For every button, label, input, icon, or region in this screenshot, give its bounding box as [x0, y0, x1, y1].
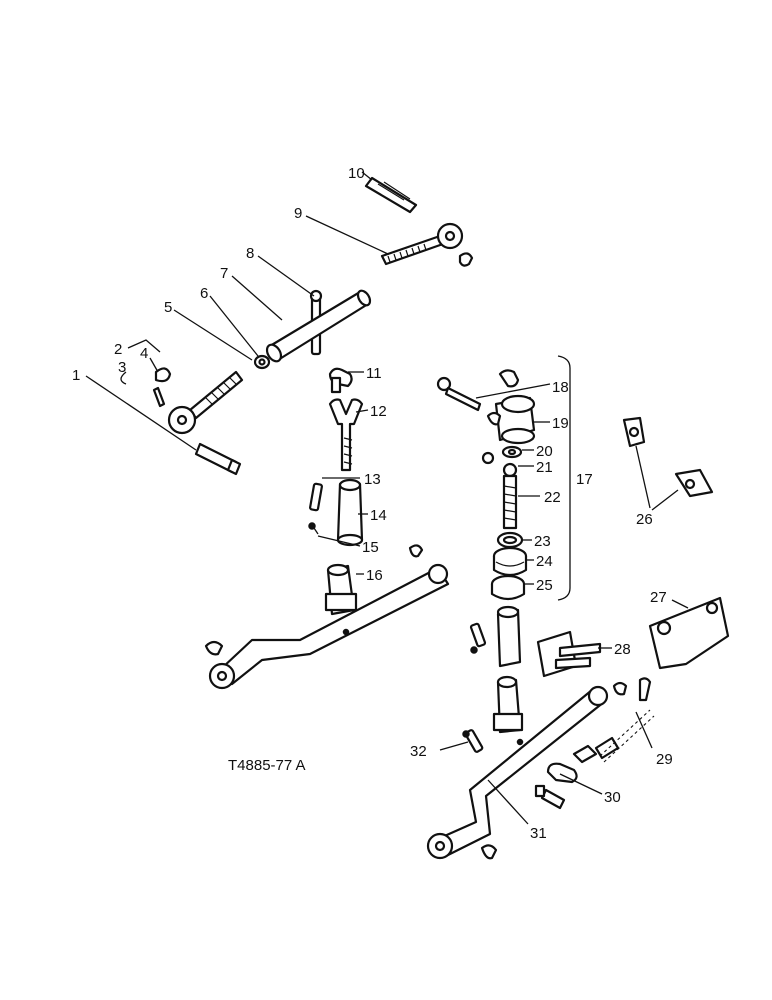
callout-32: 32	[410, 743, 427, 760]
part-15-small-pin	[308, 522, 319, 535]
callout-24: 24	[536, 553, 553, 570]
leader-lines	[85, 171, 689, 825]
part-12-clevis	[328, 398, 364, 472]
callout-17: 17	[576, 471, 593, 488]
part-sleeve-right	[469, 605, 522, 668]
callout-15: 15	[362, 539, 379, 556]
bracket-17	[557, 355, 571, 601]
part-10-pin	[364, 176, 418, 214]
part-20-washer	[501, 445, 523, 459]
callout-25: 25	[536, 577, 553, 594]
part-1-pin	[194, 442, 242, 476]
part-26-brackets	[622, 416, 714, 498]
part-19-housing	[486, 394, 536, 445]
callout-19: 19	[552, 415, 569, 432]
callout-labels: 1 2 3 4 5 6 7 8 9 10 11 12 13 14 15 16 1…	[72, 165, 673, 842]
part-24-spring	[492, 546, 528, 577]
callout-16: 16	[366, 567, 383, 584]
callout-8: 8	[246, 245, 254, 262]
part-18-lever	[436, 369, 520, 412]
callout-14: 14	[370, 507, 387, 524]
part-5-eye-bolt	[167, 370, 244, 435]
part-11-fitting	[328, 367, 353, 394]
part-22-bolt	[502, 474, 518, 530]
part-14-sleeve	[336, 478, 364, 547]
part-29-check-chain	[572, 677, 655, 764]
callout-12: 12	[370, 403, 387, 420]
callout-21: 21	[536, 459, 553, 476]
callout-6: 6	[200, 285, 208, 302]
callout-2: 2	[114, 341, 122, 358]
callout-13: 13	[364, 471, 381, 488]
part-23-ring	[496, 531, 524, 549]
part-32-pin	[462, 729, 484, 753]
callout-31: 31	[530, 825, 547, 842]
callout-29: 29	[656, 751, 673, 768]
part-9-threaded-rod	[380, 222, 474, 267]
callout-5: 5	[164, 299, 172, 316]
callout-11: 11	[366, 365, 382, 382]
part-30-hook-bolt	[534, 762, 578, 810]
part-yoke-lower-right	[492, 675, 524, 734]
callout-4: 4	[140, 345, 148, 362]
part-31-lower-link	[426, 685, 609, 860]
callout-3: 3	[118, 359, 126, 376]
part-lower-link-left	[204, 544, 450, 690]
callout-26: 26	[636, 511, 653, 528]
callout-10: 10	[348, 165, 365, 182]
part-16-yoke	[324, 563, 358, 616]
part-21-nut	[481, 451, 518, 478]
part-13-pin	[309, 482, 323, 512]
callout-20: 20	[536, 443, 553, 460]
callout-30: 30	[604, 789, 621, 806]
callout-28: 28	[614, 641, 631, 658]
callout-23: 23	[534, 533, 551, 550]
callout-18: 18	[552, 379, 569, 396]
callout-1: 1	[72, 367, 80, 384]
part-7-adjuster-tube	[265, 289, 372, 363]
callout-7: 7	[220, 265, 228, 282]
callout-9: 9	[294, 205, 302, 222]
part-3-4-pin-clip	[152, 367, 172, 408]
part-6-nut	[253, 354, 271, 370]
figure-code: T4885-77 A	[228, 757, 306, 774]
part-27-bracket	[648, 596, 730, 670]
callout-27: 27	[650, 589, 667, 606]
part-28-bracket	[536, 630, 602, 678]
callout-22: 22	[544, 489, 561, 506]
part-25-cap	[490, 574, 526, 601]
